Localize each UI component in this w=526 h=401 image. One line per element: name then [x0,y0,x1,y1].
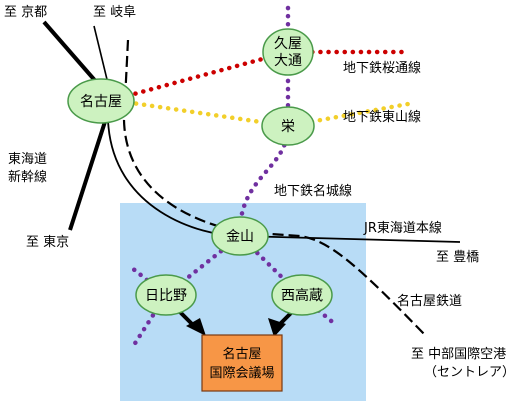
station-kanayama-label: 金山 [226,229,254,245]
station-sakae[interactable]: 栄 [261,106,315,146]
destination-gifu: 至 岐阜 [93,4,136,20]
higashiyama-line [109,97,291,129]
station-nishi-takakura-label: 西高蔵 [281,287,323,304]
station-sakae-label: 栄 [281,119,295,135]
meitetsu-line-label: 名古屋鉄道 [397,293,462,309]
destination-centrair-line-1: 至 中部国際空港 [411,347,506,362]
meijo-line [237,5,291,239]
arrow-head-nishitakakura [268,318,286,337]
arrow-head-hibino [186,318,206,336]
station-nagoya[interactable]: 名古屋 [67,78,135,124]
venue-box [201,334,283,392]
station-hisaya-odori-label-2: 大通 [274,53,302,69]
destination-centrair-line-2: （セントレア） [424,365,515,380]
subway-line-hibino-south [129,292,169,351]
station-nagoya-label: 名古屋 [80,94,122,110]
sakuradori-line [109,49,291,103]
shinkansen-label-1: 東海道 [8,151,47,167]
station-hibino-label: 日比野 [145,288,187,304]
venue-name-line-1: 名古屋 [222,346,261,362]
station-nishi-takakura[interactable]: 西高蔵 [271,274,333,316]
venue-name-line-2: 国際会議場 [209,366,274,381]
station-hisaya-odori-label-1: 久屋 [274,36,302,52]
meijo-line-label: 地下鉄名城線 [274,183,352,199]
destination-kyoto: 至 京都 [4,5,47,20]
higashiyama-line-label: 地下鉄東山線 [343,109,421,125]
destination-toyohashi: 至 豊橋 [436,250,479,265]
jr-tokaido-line-label: JR東海道本線 [363,220,442,236]
station-hisaya-odori[interactable]: 久屋 大通 [262,28,314,76]
shinkansen-label-2: 新幹線 [8,169,47,185]
station-kanayama[interactable]: 金山 [211,216,269,256]
station-hibino[interactable]: 日比野 [135,274,197,316]
destination-tokyo: 至 東京 [26,234,69,250]
sakuradori-line-label: 地下鉄桜通線 [343,60,421,76]
